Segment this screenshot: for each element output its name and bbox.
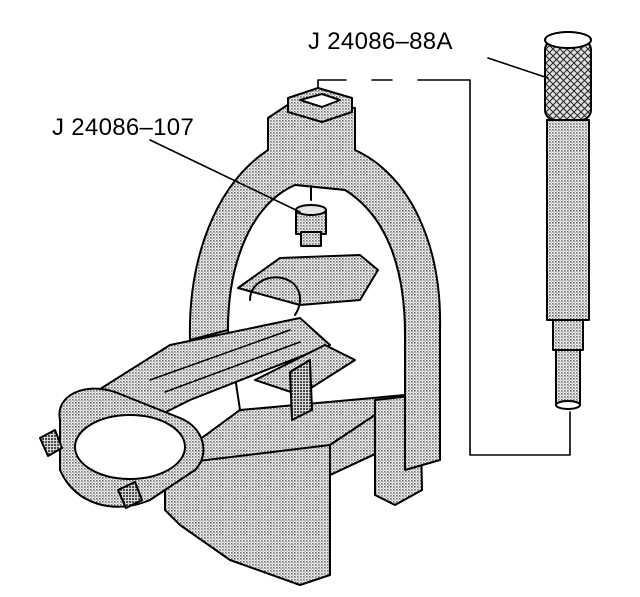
label-j-24086-88a: J 24086–88A bbox=[308, 28, 453, 55]
connecting-rod bbox=[39, 254, 379, 509]
installer-pin bbox=[544, 31, 592, 410]
label-j-24086-107: J 24086–107 bbox=[52, 114, 195, 141]
callout-leaders bbox=[149, 57, 571, 456]
